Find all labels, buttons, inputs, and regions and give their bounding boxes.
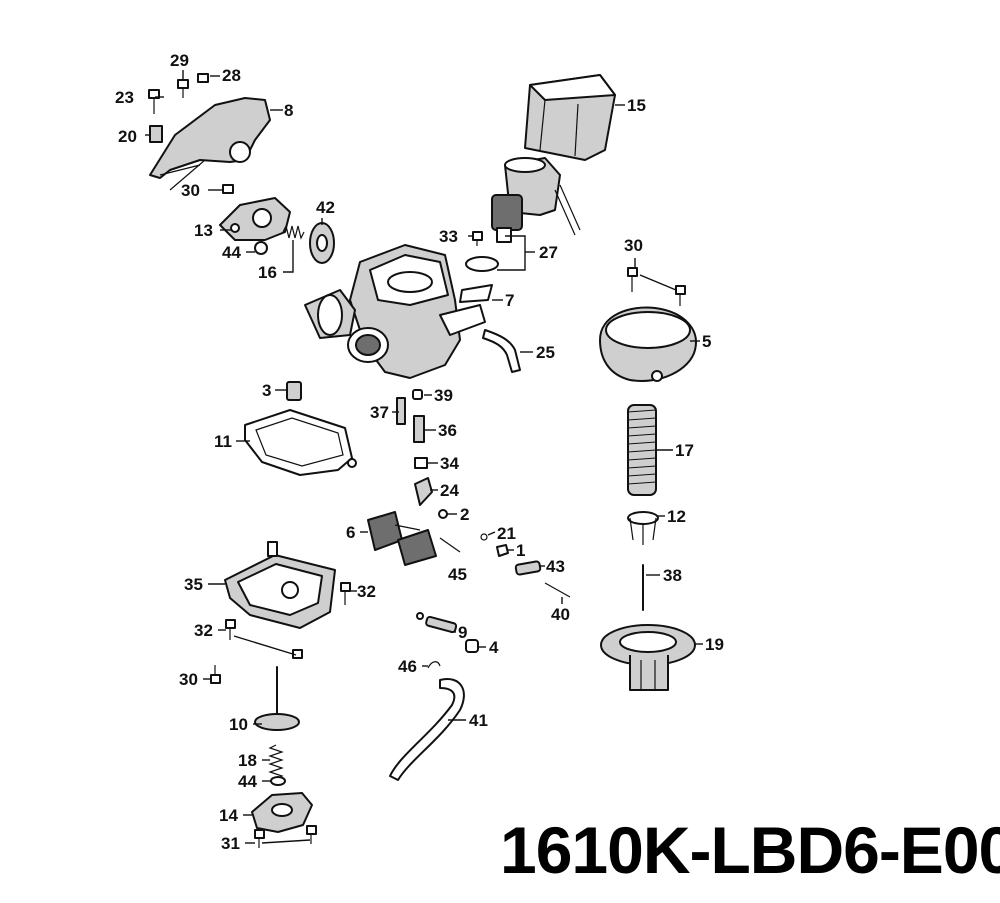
part-25-hose bbox=[482, 329, 521, 373]
callout-14: 14 bbox=[219, 806, 238, 825]
part-6-float bbox=[367, 511, 437, 566]
part-13-accelerator-cover bbox=[219, 197, 291, 255]
callout-40: 40 bbox=[551, 605, 570, 624]
callout-43: 43 bbox=[546, 557, 565, 576]
part-33-screw bbox=[472, 231, 483, 246]
callout-3: 3 bbox=[262, 381, 271, 400]
callout-32-right: 32 bbox=[357, 582, 376, 601]
part-15-cover-cap bbox=[524, 74, 616, 161]
callout-11: 11 bbox=[214, 432, 232, 451]
callout-34: 34 bbox=[440, 454, 459, 473]
part-32-screws bbox=[225, 582, 351, 659]
part-30-screws-right bbox=[627, 267, 686, 306]
callout-4: 4 bbox=[489, 638, 499, 657]
callout-32-left: 32 bbox=[194, 621, 213, 640]
part-19-vacuum-piston bbox=[600, 624, 696, 691]
callout-33: 33 bbox=[439, 227, 458, 246]
part-17-spring bbox=[627, 404, 657, 496]
part-41-drain-hose bbox=[389, 678, 465, 781]
callout-15: 15 bbox=[627, 96, 646, 115]
callout-29: 29 bbox=[170, 51, 189, 70]
callout-2: 2 bbox=[460, 505, 469, 524]
callout-38: 38 bbox=[663, 566, 682, 585]
callout-44-lower: 44 bbox=[238, 772, 257, 791]
callout-42: 42 bbox=[316, 198, 335, 217]
callout-25: 25 bbox=[536, 343, 555, 362]
callout-13: 13 bbox=[194, 221, 213, 240]
part-31-screws bbox=[254, 825, 317, 848]
part-14-lower-cover bbox=[251, 792, 313, 833]
callout-17: 17 bbox=[675, 441, 694, 460]
callout-36: 36 bbox=[438, 421, 457, 440]
callout-39: 39 bbox=[434, 386, 453, 405]
small-bolt-parts bbox=[148, 73, 234, 194]
callout-16: 16 bbox=[258, 263, 277, 282]
part-5-chamber-cover bbox=[599, 306, 697, 382]
part-18-spring-lower bbox=[268, 744, 284, 780]
callout-35: 35 bbox=[184, 575, 203, 594]
part-3-cap bbox=[286, 381, 302, 401]
part-30-screw-lower bbox=[210, 665, 221, 684]
callout-31: 31 bbox=[221, 834, 240, 853]
callout-1: 1 bbox=[516, 541, 525, 560]
callout-37: 37 bbox=[370, 403, 389, 422]
part-12-needle-holder bbox=[627, 511, 659, 545]
callout-23: 23 bbox=[115, 88, 134, 107]
callout-24: 24 bbox=[440, 481, 459, 500]
part-42-diaphragm bbox=[309, 222, 335, 264]
part-7-oring bbox=[459, 256, 499, 303]
callout-9: 9 bbox=[458, 623, 467, 642]
callout-12: 12 bbox=[667, 507, 686, 526]
callout-20: 20 bbox=[118, 127, 137, 146]
callout-7: 7 bbox=[505, 291, 514, 310]
callout-30-top: 30 bbox=[181, 181, 200, 200]
leader-lines bbox=[145, 70, 703, 844]
callout-21: 21 bbox=[497, 524, 516, 543]
callout-8: 8 bbox=[284, 101, 293, 120]
callout-28: 28 bbox=[222, 66, 241, 85]
callout-10: 10 bbox=[229, 715, 248, 734]
part-10-piston-rod bbox=[254, 666, 300, 731]
part-35-float-bowl bbox=[224, 541, 336, 629]
callout-18: 18 bbox=[238, 751, 257, 770]
part-27-auto-choke bbox=[491, 157, 581, 243]
part-8-throttle-lever bbox=[149, 97, 271, 191]
callout-labels: 29 28 23 8 20 30 42 13 44 16 33 27 7 25 … bbox=[115, 51, 724, 853]
center-jet-parts bbox=[396, 389, 571, 669]
part-44-oring-lower bbox=[270, 776, 286, 786]
callout-6: 6 bbox=[346, 523, 355, 542]
callout-41: 41 bbox=[469, 711, 488, 730]
callout-30-lower: 30 bbox=[179, 670, 198, 689]
part-16-spring bbox=[282, 224, 305, 240]
callout-45: 45 bbox=[448, 565, 467, 584]
callout-44-top: 44 bbox=[222, 243, 241, 262]
callout-19: 19 bbox=[705, 635, 724, 654]
callout-27: 27 bbox=[539, 243, 558, 262]
carburetor-body bbox=[304, 244, 486, 379]
callout-5: 5 bbox=[702, 332, 711, 351]
callout-46: 46 bbox=[398, 657, 417, 676]
part-number-label: 1610K-LBD6-E00 bbox=[500, 813, 1000, 887]
callout-30-right: 30 bbox=[624, 236, 643, 255]
part-11-float-gasket bbox=[244, 409, 357, 476]
